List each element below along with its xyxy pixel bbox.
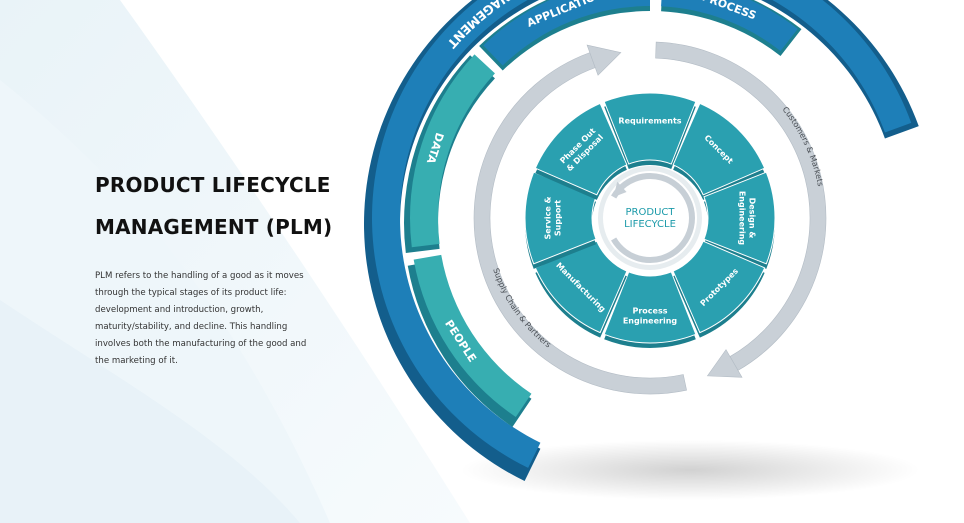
plm-base-band <box>372 0 912 468</box>
stage-segment-7 <box>524 171 597 265</box>
stage-segment-2 <box>672 102 766 196</box>
outer-ring-arrow-top <box>586 44 622 76</box>
page-title: PRODUCT LIFECYCLE MANAGEMENT (PLM) <box>95 164 425 248</box>
stage-segment-8 <box>534 102 628 196</box>
pillar-people <box>413 254 532 417</box>
outer-ring-arrow-bottom <box>706 349 743 378</box>
stage-label-3: Design &Engineering <box>738 191 757 246</box>
stage-segment-4 <box>672 240 766 334</box>
pillar-data <box>410 54 495 248</box>
description-text: PLM refers to the handling of a good as … <box>95 271 307 366</box>
stage-segment-1 <box>603 92 697 165</box>
center-arrow-head-icon <box>613 181 627 197</box>
stage-segment-3 <box>703 171 776 265</box>
pillar-application <box>483 0 650 66</box>
stage-label-1: Requirements <box>618 117 681 126</box>
center-cycle-arrow <box>611 173 695 263</box>
stage-label-7: Service &Support <box>544 196 563 239</box>
title-line-1: PRODUCT LIFECYCLE <box>95 173 331 197</box>
stage-segment-5 <box>603 271 697 344</box>
center-disc <box>603 171 697 265</box>
plm-diagram: PRODUCT LIFECYCLE MANAGEMENT PEOPLEDATAA… <box>364 0 920 500</box>
pillar-process <box>661 0 798 51</box>
floor-shadow <box>460 440 920 500</box>
title-line-2: MANAGEMENT (PLM) <box>95 215 333 239</box>
